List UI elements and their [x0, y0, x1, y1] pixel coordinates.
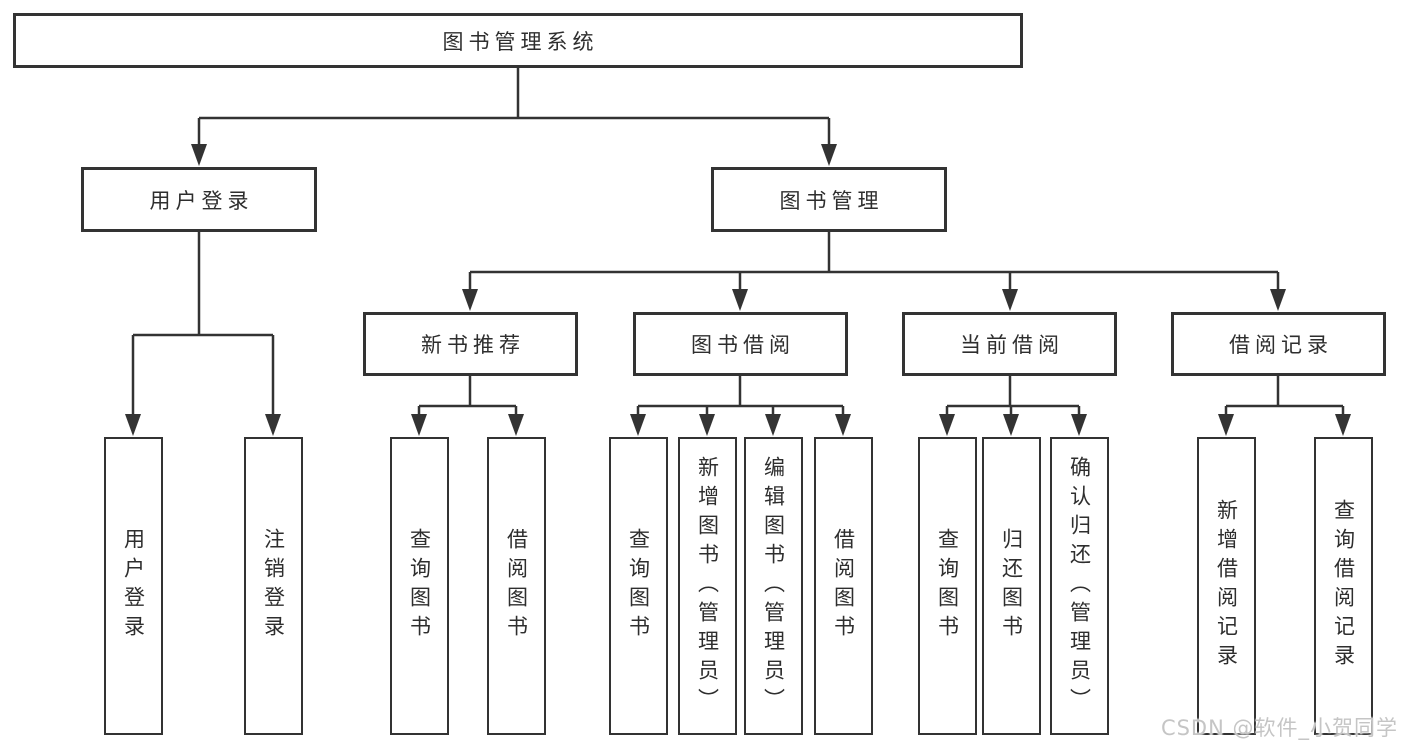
leaf-borrow-books-recommend: 借阅图书: [487, 437, 546, 735]
node-borrowing-records: 借阅记录: [1171, 312, 1386, 376]
node-root-library-system: 图书管理系统: [13, 13, 1023, 68]
node-user-login: 用户登录: [81, 167, 317, 232]
leaf-add-book-admin: 新增图书（管理员）: [678, 437, 737, 735]
node-current-borrowing: 当前借阅: [902, 312, 1117, 376]
leaf-edit-book-admin: 编辑图书（管理员）: [744, 437, 803, 735]
leaf-add-borrow-record: 新增借阅记录: [1197, 437, 1256, 735]
leaf-query-borrow-record: 查询借阅记录: [1314, 437, 1373, 735]
leaf-query-books-current: 查询图书: [918, 437, 977, 735]
leaf-confirm-return-admin: 确认归还（管理员）: [1050, 437, 1109, 735]
arrowhead-group: [125, 144, 1351, 436]
node-new-book-recommend: 新书推荐: [363, 312, 578, 376]
csdn-watermark: CSDN @软件_小贺同学: [1160, 716, 1398, 740]
node-book-management: 图书管理: [711, 167, 947, 232]
leaf-return-book: 归还图书: [982, 437, 1041, 735]
leaf-logout: 注销登录: [244, 437, 303, 735]
leaf-query-books-borrowing: 查询图书: [609, 437, 668, 735]
node-book-borrowing: 图书借阅: [633, 312, 848, 376]
leaf-borrow-books: 借阅图书: [814, 437, 873, 735]
leaf-user-login: 用户登录: [104, 437, 163, 735]
leaf-query-books-recommend: 查询图书: [390, 437, 449, 735]
